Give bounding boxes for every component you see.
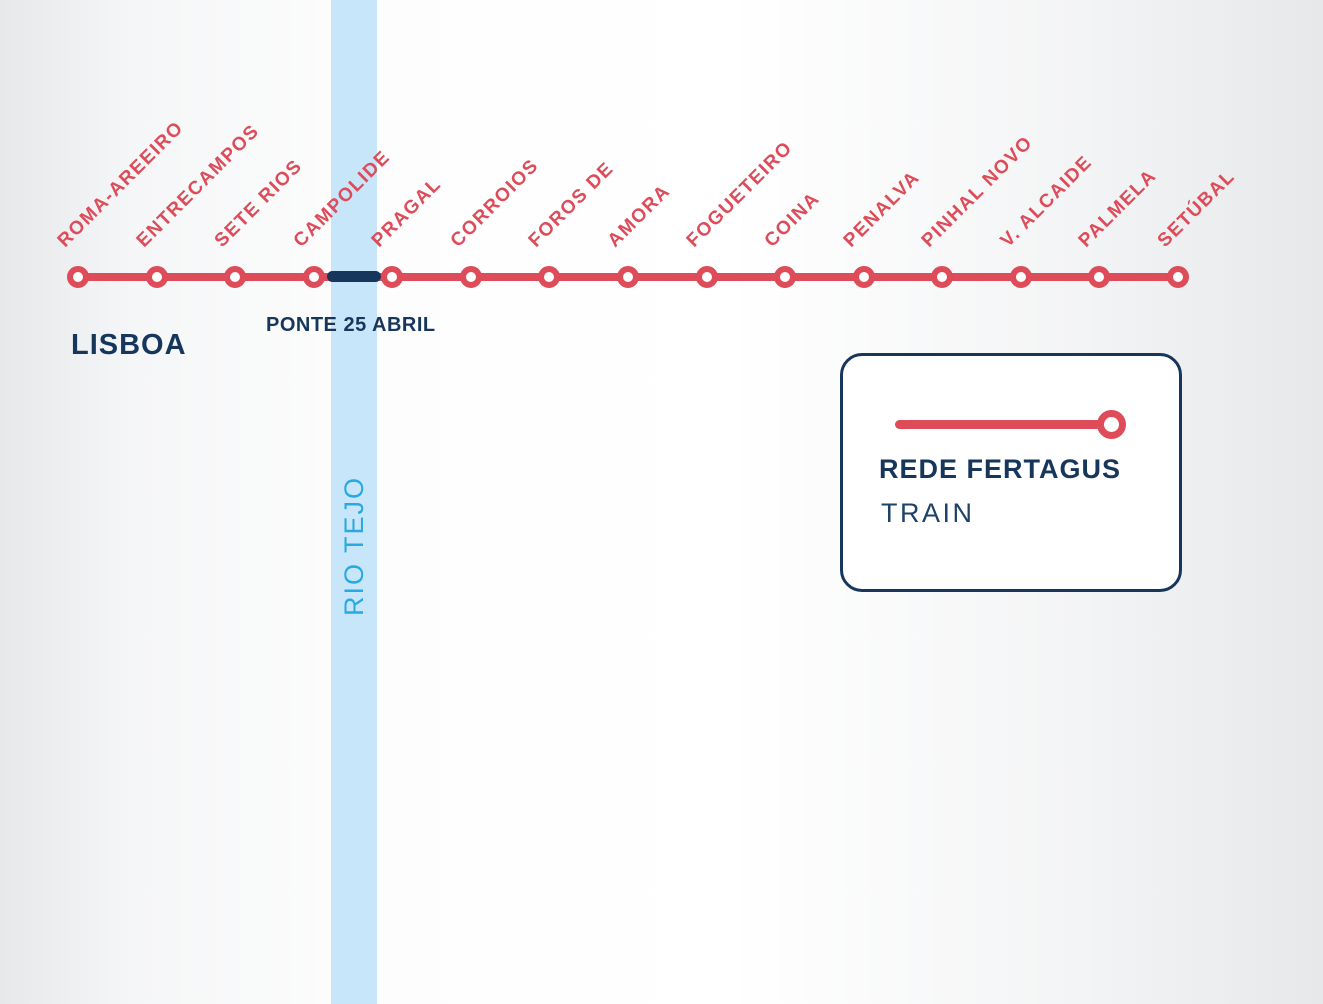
rio-tejo-band — [331, 0, 377, 1004]
station-label: SETÚBAL — [1153, 165, 1240, 252]
legend-card: REDE FERTAGUS TRAIN — [840, 353, 1182, 592]
station-label: PENALVA — [839, 167, 924, 252]
station-marker — [695, 266, 718, 288]
legend-subtitle: TRAIN — [881, 498, 975, 528]
legend-line-sample — [895, 420, 1101, 429]
station-marker — [852, 266, 875, 288]
station-marker — [617, 266, 639, 288]
station-marker — [302, 266, 325, 288]
station-marker — [774, 266, 797, 288]
legend-title: REDE FERTAGUS — [879, 454, 1122, 484]
station-label: PRAGAL — [368, 173, 446, 252]
station-marker — [145, 266, 168, 288]
station-label: COINA — [760, 188, 825, 252]
station-marker — [1088, 266, 1111, 288]
city-label: LISBOA — [71, 329, 187, 361]
bridge-label: PONTE 25 ABRIL — [266, 314, 436, 336]
station-marker — [538, 266, 561, 288]
station-marker — [459, 266, 482, 288]
station-marker — [931, 266, 954, 288]
bridge-segment — [327, 271, 381, 282]
station-marker — [381, 266, 404, 288]
station-marker — [1009, 266, 1032, 288]
river-label: RIO TEJO — [339, 475, 369, 617]
station-label: AMORA — [603, 180, 675, 252]
legend-terminus-circle — [1097, 410, 1126, 439]
station-marker — [67, 266, 89, 288]
station-marker — [1167, 266, 1189, 288]
station-marker — [224, 266, 247, 288]
